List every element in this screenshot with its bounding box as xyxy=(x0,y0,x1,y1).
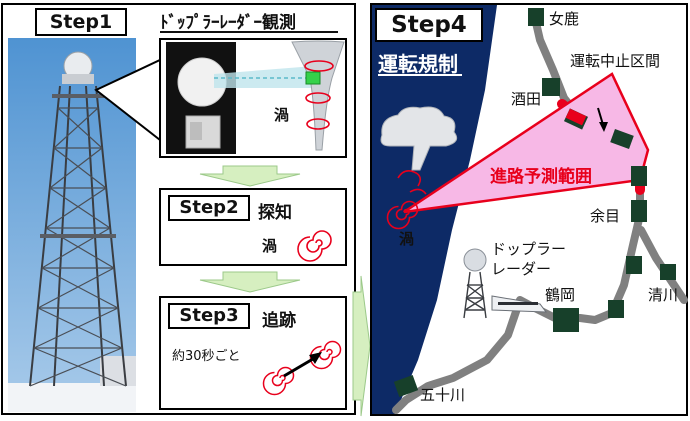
step3-interval-label: 約30秒ごと xyxy=(172,349,241,364)
station-label-sakata: 酒田 xyxy=(511,90,542,108)
radar-inset-image xyxy=(166,42,236,154)
step1-label: Step1 xyxy=(35,8,127,36)
station-label-isogawa: 五十川 xyxy=(420,386,466,404)
step1-vortex-label: 渦 xyxy=(274,106,290,124)
station-label-menashika: 女鹿 xyxy=(549,10,580,28)
step1-title-underline xyxy=(160,31,338,33)
station-label-tsuruoka: 鶴岡 xyxy=(545,286,576,304)
step2-vortex-label: 渦 xyxy=(262,237,278,255)
step4-vortex-label: 渦 xyxy=(399,230,415,248)
step4-title-underline xyxy=(378,74,462,76)
station-label-kiyokawa: 清川 xyxy=(648,286,679,304)
radar-label-line1: ドップラー xyxy=(491,240,567,258)
radar-label-line2: レーダー xyxy=(491,260,552,278)
step4-label: Step4 xyxy=(375,8,483,42)
suspended-section-label: 運転中止区間 xyxy=(570,52,661,70)
step4-title: 運転規制 xyxy=(378,52,458,76)
step2-title: 探知 xyxy=(258,203,292,223)
step3-panel xyxy=(159,296,347,410)
step1-title: ﾄﾞｯﾌﾟﾗｰﾚｰﾀﾞｰ観測 xyxy=(160,13,296,33)
prediction-range-label: 進路予測範囲 xyxy=(490,167,592,187)
step3-label: Step3 xyxy=(168,303,250,329)
step3-title: 追跡 xyxy=(262,311,296,331)
step2-label: Step2 xyxy=(168,195,250,221)
station-label-amarume: 余目 xyxy=(590,207,621,225)
